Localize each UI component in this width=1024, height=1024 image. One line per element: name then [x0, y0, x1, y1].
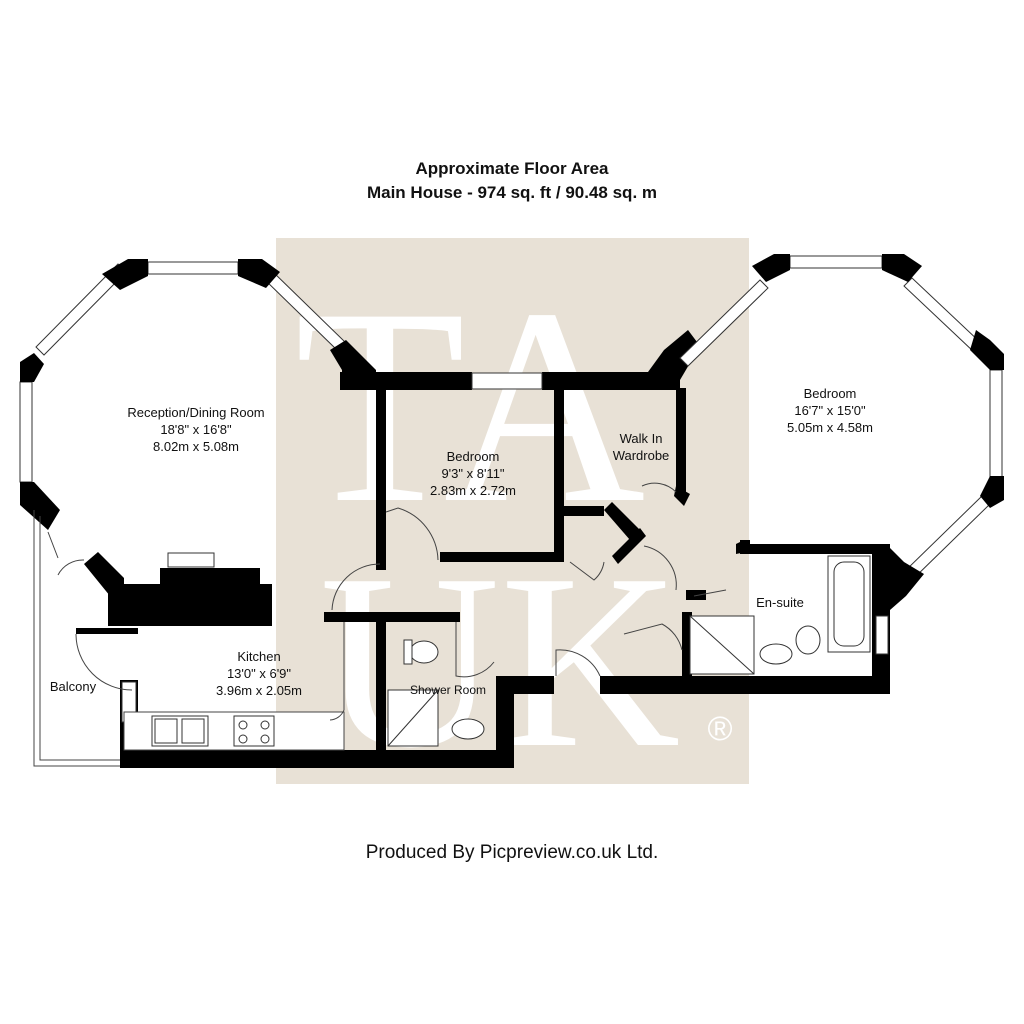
room-label-reception: Reception/Dining Room 18'8" x 16'8" 8.02… — [86, 404, 306, 455]
ensuite-fixtures — [689, 555, 889, 675]
toilet-icon — [409, 640, 439, 664]
interior-walls — [324, 372, 890, 768]
room-label-ensuite: En-suite — [740, 594, 820, 611]
room-name: Bedroom — [446, 449, 500, 464]
room-label-shower: Shower Room — [400, 682, 496, 699]
reception-outline — [19, 259, 376, 626]
shower-room-fixtures — [387, 639, 485, 747]
room-name: En-suite — [756, 595, 804, 610]
room-label-bedroom-main: Bedroom 16'7" x 15'0" 5.05m x 4.58m — [760, 385, 900, 436]
room-dimensions-metric: 5.05m x 4.58m — [787, 420, 873, 435]
room-name: Reception/Dining Room — [127, 405, 265, 420]
basin-icon — [451, 718, 485, 740]
hearth-icon — [167, 552, 215, 568]
hob-icon — [233, 715, 275, 747]
chimney-breast — [108, 584, 272, 626]
floor-area-value: Main House - 974 sq. ft / 90.48 sq. m — [366, 183, 658, 202]
registered-mark: ® — [707, 710, 732, 748]
kitchen-outline — [75, 628, 512, 768]
ensuite-basin-icon — [759, 643, 793, 665]
ensuite-toilet-icon — [795, 625, 821, 655]
room-dimensions-metric: 8.02m x 5.08m — [153, 439, 239, 454]
room-label-wardrobe: Walk In Wardrobe — [596, 430, 686, 464]
main-bedroom-outline — [679, 254, 1004, 610]
room-dimensions-imperial: 13'0" x 6'9" — [226, 666, 292, 681]
room-name: Bedroom — [803, 386, 857, 401]
room-name: Balcony — [49, 679, 97, 694]
room-dimensions-imperial: 16'7" x 15'0" — [794, 403, 866, 418]
room-dimensions-imperial: 18'8" x 16'8" — [160, 422, 232, 437]
balcony-outline — [33, 510, 124, 767]
room-label-bedroom-centre: Bedroom 9'3" x 8'11" 2.83m x 2.72m — [398, 448, 548, 499]
room-label-balcony: Balcony — [38, 678, 108, 695]
room-dimensions-metric: 3.96m x 2.05m — [216, 683, 302, 698]
room-dimensions-imperial: 9'3" x 8'11" — [441, 466, 505, 481]
producer-credit: Produced By Picpreview.co.uk Ltd. — [365, 842, 659, 863]
floor-area-heading: Approximate Floor Area — [415, 159, 609, 178]
room-label-kitchen: Kitchen 13'0" x 6'9" 3.96m x 2.05m — [184, 648, 334, 699]
room-name-line2: Wardrobe — [612, 448, 670, 463]
room-dimensions-metric: 2.83m x 2.72m — [430, 483, 516, 498]
room-name: Shower Room — [409, 683, 487, 697]
room-name-line1: Walk In — [619, 431, 663, 446]
room-name: Kitchen — [237, 649, 281, 664]
